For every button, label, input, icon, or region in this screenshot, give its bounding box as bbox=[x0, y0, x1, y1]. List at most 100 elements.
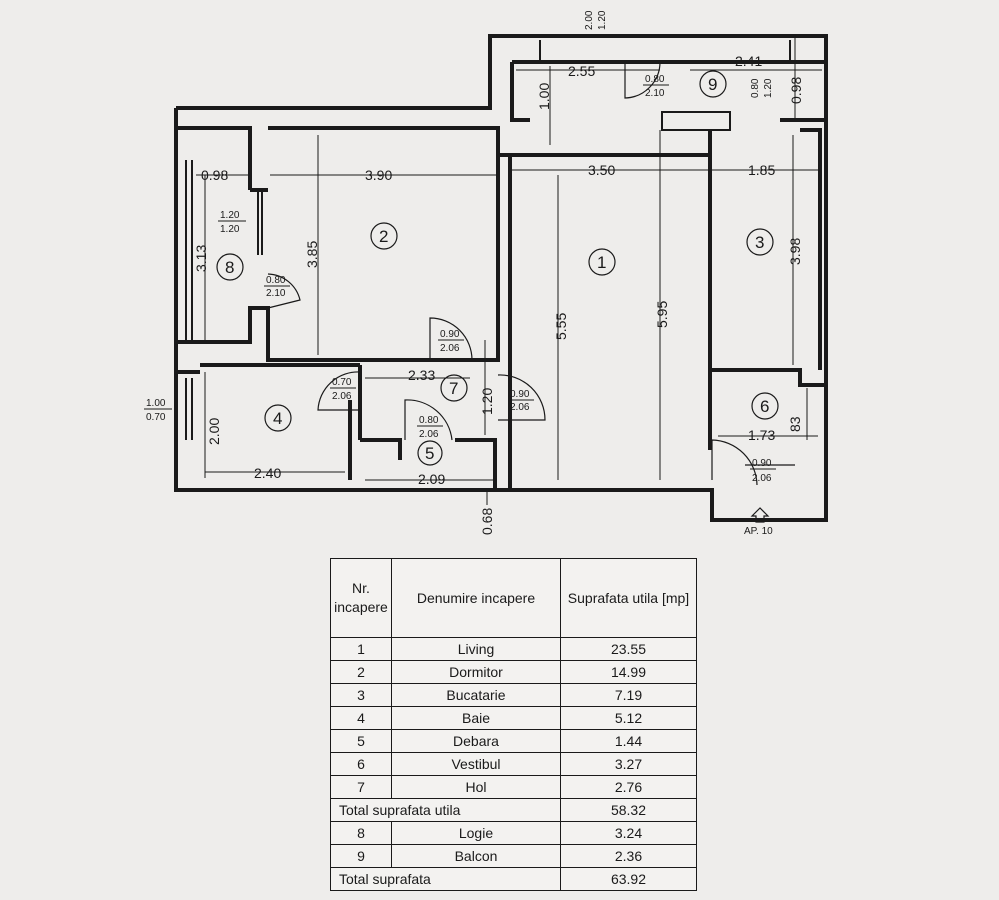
room-nr: 7 bbox=[330, 775, 392, 799]
dim-bedroom-width: 3.90 bbox=[365, 167, 392, 183]
room-number-8: 8 bbox=[225, 258, 234, 277]
room-area: 3.27 bbox=[560, 752, 697, 776]
dim-balcony-right-height: 0.98 bbox=[788, 77, 804, 104]
door-swing bbox=[267, 273, 301, 309]
room-area: 3.24 bbox=[560, 821, 697, 845]
table-row: 3 Bucatarie 7.19 bbox=[330, 683, 697, 707]
room-nr: 6 bbox=[330, 752, 392, 776]
table-row: 7 Hol 2.76 bbox=[330, 775, 697, 799]
door-swing bbox=[429, 317, 473, 361]
room-area-table: Nr. incapere Denumire incapere Suprafata… bbox=[330, 558, 697, 891]
room-nr: 8 bbox=[330, 821, 392, 845]
dim-hol-height: 1.20 bbox=[479, 388, 495, 415]
table-row: 1 Living 23.55 bbox=[330, 637, 697, 661]
room-number-7: 7 bbox=[449, 379, 458, 398]
room-area: 2.76 bbox=[560, 775, 697, 799]
bath-window-w: 1.00 bbox=[146, 398, 166, 409]
door-swing bbox=[317, 371, 361, 411]
room-name: Baie bbox=[391, 706, 561, 730]
living-door-w: 0.90 bbox=[510, 389, 530, 400]
dim-hol-width: 2.33 bbox=[408, 367, 435, 383]
room-name: Hol bbox=[391, 775, 561, 799]
room-name: Debara bbox=[391, 729, 561, 753]
dim-debara-width: 2.09 bbox=[418, 471, 445, 487]
room-nr: 4 bbox=[330, 706, 392, 730]
logia-door-h: 2.10 bbox=[266, 288, 286, 299]
room-name: Bucatarie bbox=[391, 683, 561, 707]
dim-kitchen-height: 3.98 bbox=[787, 238, 803, 265]
table-row: 8 Logie 3.24 bbox=[330, 821, 697, 845]
room-area: 1.44 bbox=[560, 729, 697, 753]
header-room-number: Nr. incapere bbox=[330, 558, 392, 638]
dim-vestibul-width: 1.73 bbox=[748, 427, 775, 443]
dim-wall-under: 0.68 bbox=[479, 508, 495, 535]
table-row: 4 Baie 5.12 bbox=[330, 706, 697, 730]
bed-door-w: 0.90 bbox=[440, 329, 460, 340]
total-usable-label: Total suprafata utila bbox=[330, 798, 561, 822]
dim-living-height-1: 5.55 bbox=[553, 313, 569, 340]
dim-bath-width: 2.40 bbox=[254, 465, 281, 481]
total-usable-value: 58.32 bbox=[560, 798, 697, 822]
logia-window-w: 1.20 bbox=[220, 210, 240, 221]
dimension-lines bbox=[196, 36, 822, 505]
logia-glazing bbox=[185, 40, 791, 440]
room-number-6: 6 bbox=[760, 397, 769, 416]
dim-bath-height: 2.00 bbox=[206, 418, 222, 445]
dim-vestibul-height: 83 bbox=[787, 416, 803, 432]
table-row: 6 Vestibul 3.27 bbox=[330, 752, 697, 776]
total-label: Total suprafata bbox=[330, 867, 561, 891]
room-name: Vestibul bbox=[391, 752, 561, 776]
dim-balcony-right: 2.41 bbox=[735, 53, 762, 69]
dim-living-height-2: 5.95 bbox=[654, 301, 670, 328]
bed-door-h: 2.06 bbox=[440, 343, 460, 354]
balcony-door-w: 0.80 bbox=[645, 74, 665, 85]
bath-door-h: 2.06 bbox=[332, 391, 352, 402]
room-number-2: 2 bbox=[379, 227, 388, 246]
table-row: 2 Dormitor 14.99 bbox=[330, 660, 697, 684]
table-row: 5 Debara 1.44 bbox=[330, 729, 697, 753]
debara-door-h: 2.06 bbox=[419, 429, 439, 440]
debara-door-w: 0.80 bbox=[419, 415, 439, 426]
room-numbers: 1 2 3 4 5 6 7 8 9 bbox=[216, 70, 779, 466]
header-usable-area: Suprafata utila [mp] bbox=[560, 558, 697, 638]
dimension-labels: 0.98 3.90 3.50 1.85 2.55 2.41 2.33 2.40 … bbox=[193, 10, 804, 535]
total-row: Total suprafata 63.92 bbox=[330, 867, 697, 891]
floor-plan: 0.98 3.90 3.50 1.85 2.55 2.41 2.33 2.40 … bbox=[144, 10, 828, 537]
balcony-door2-w: 0.80 bbox=[750, 78, 761, 98]
total-usable-row: Total suprafata utila 58.32 bbox=[330, 798, 697, 822]
dim-balcony-height: 1.00 bbox=[536, 83, 552, 110]
balcony-door2-h: 1.20 bbox=[763, 78, 774, 98]
entrance-marker: AP. 10 bbox=[744, 507, 773, 537]
dim-logia-height: 3.13 bbox=[193, 245, 209, 272]
logia-window-h: 1.20 bbox=[220, 224, 240, 235]
dim-living-width: 3.50 bbox=[588, 162, 615, 178]
room-area: 5.12 bbox=[560, 706, 697, 730]
room-area: 14.99 bbox=[560, 660, 697, 684]
room-name: Logie bbox=[391, 821, 561, 845]
room-nr: 1 bbox=[330, 637, 392, 661]
door-swing bbox=[404, 399, 453, 441]
dim-logia-width: 0.98 bbox=[201, 167, 228, 183]
room-nr: 5 bbox=[330, 729, 392, 753]
header-room-name: Denumire incapere bbox=[391, 558, 561, 638]
bath-window-h: 0.70 bbox=[146, 412, 166, 423]
room-area: 23.55 bbox=[560, 637, 697, 661]
table-header-row: Nr. incapere Denumire incapere Suprafata… bbox=[330, 558, 697, 638]
room-nr: 9 bbox=[330, 844, 392, 868]
room-name: Dormitor bbox=[391, 660, 561, 684]
table-row: 9 Balcon 2.36 bbox=[330, 844, 697, 868]
dim-balcony-left: 2.55 bbox=[568, 63, 595, 79]
total-value: 63.92 bbox=[560, 867, 697, 891]
walls bbox=[174, 34, 828, 522]
room-area: 2.36 bbox=[560, 844, 697, 868]
room-number-9: 9 bbox=[708, 75, 717, 94]
living-door-h: 2.06 bbox=[510, 402, 530, 413]
room-number-4: 4 bbox=[273, 409, 282, 428]
dim-bedroom-height: 3.85 bbox=[304, 241, 320, 268]
balcony-door-h: 2.10 bbox=[645, 88, 665, 99]
entrance-label: AP. 10 bbox=[744, 526, 773, 537]
vestibul-door-h: 2.06 bbox=[752, 473, 772, 484]
door-swing bbox=[711, 439, 758, 486]
dim-top-door-b: 1.20 bbox=[597, 10, 608, 30]
doors bbox=[267, 61, 795, 486]
